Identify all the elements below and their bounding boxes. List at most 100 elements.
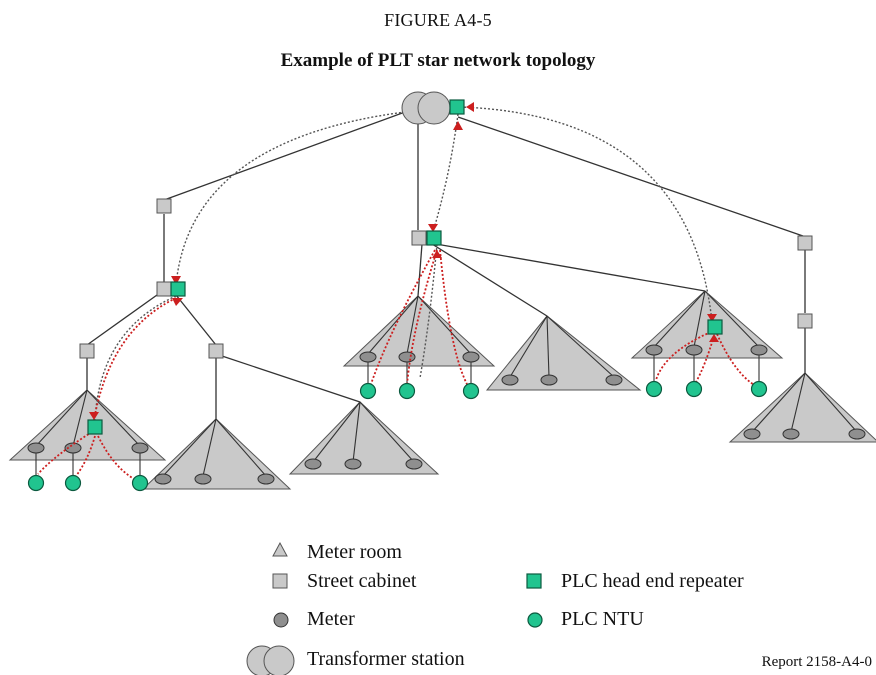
meter-room-triangle bbox=[342, 295, 496, 367]
legend-head-end-repeater-icon bbox=[526, 573, 542, 589]
head-end-repeater bbox=[170, 281, 186, 297]
meter-icon bbox=[685, 344, 703, 356]
street-cabinet bbox=[156, 198, 172, 214]
arrowhead bbox=[432, 250, 442, 258]
signal-path-center-down bbox=[419, 243, 438, 379]
legend-street-cabinet-icon bbox=[272, 573, 288, 589]
meter-room-center-3 bbox=[485, 315, 642, 391]
meter-icon bbox=[462, 351, 480, 363]
street-cabinet bbox=[797, 313, 813, 329]
arrowhead bbox=[171, 276, 181, 285]
plc-ntu bbox=[645, 380, 663, 398]
plc-ntu bbox=[64, 474, 82, 492]
meter-icon bbox=[501, 374, 519, 386]
meter-room-drop bbox=[790, 372, 806, 433]
street-cabinet bbox=[411, 230, 427, 246]
meter-room-drop bbox=[751, 372, 806, 433]
legend-meter-label: Meter bbox=[307, 608, 355, 630]
street-cabinet bbox=[156, 281, 172, 297]
head-end-repeater bbox=[87, 419, 103, 435]
meter-room-right-2 bbox=[728, 372, 876, 443]
local-link bbox=[75, 435, 96, 477]
figure-number: FIGURE A4-5 bbox=[384, 10, 492, 30]
meter-room-right-1 bbox=[630, 290, 784, 359]
local-link bbox=[716, 333, 757, 387]
arrowhead bbox=[89, 412, 99, 420]
meter-icon bbox=[782, 428, 800, 440]
arrowhead bbox=[428, 224, 438, 232]
meter-room-triangle bbox=[630, 290, 784, 359]
signal-path-left-1 bbox=[94, 295, 177, 421]
transformer-station bbox=[401, 91, 465, 125]
link bbox=[457, 116, 804, 237]
meter-icon bbox=[27, 442, 45, 454]
meter-room-center-1 bbox=[288, 401, 440, 475]
meter-room-drop bbox=[202, 418, 217, 477]
link bbox=[435, 243, 706, 292]
meter-room-drop bbox=[359, 401, 415, 463]
meter-room-drop bbox=[215, 418, 267, 477]
meter-room-triangle bbox=[288, 401, 440, 475]
network-links bbox=[86, 111, 806, 419]
arrowhead bbox=[709, 334, 719, 342]
local-link bbox=[406, 249, 438, 386]
meter-room-drop bbox=[86, 389, 141, 447]
meter-room-drop bbox=[406, 295, 419, 355]
legend-transformer-station-label: Transformer station bbox=[307, 648, 465, 670]
report-id: Report 2158-A4-0 bbox=[761, 654, 872, 670]
signal-path-outer-right bbox=[459, 106, 713, 323]
arrowhead bbox=[466, 102, 474, 112]
meter-icon bbox=[750, 344, 768, 356]
meter-room-drop bbox=[509, 315, 548, 378]
street-cabinet bbox=[797, 235, 813, 251]
legend-meter-room-icon bbox=[272, 541, 288, 557]
legend-transformer-icon bbox=[263, 645, 295, 675]
meter-icon bbox=[645, 344, 663, 356]
plc-ntu bbox=[685, 380, 703, 398]
arrowhead bbox=[707, 314, 717, 322]
signal-path-center bbox=[432, 113, 459, 233]
local-link bbox=[439, 249, 470, 389]
plc-ntu bbox=[131, 474, 149, 492]
meter-icon bbox=[398, 351, 416, 363]
head-end-repeater bbox=[426, 230, 442, 246]
meter-room-drop bbox=[35, 389, 88, 447]
meter-room-drop bbox=[162, 418, 217, 477]
head-end-repeater bbox=[449, 99, 465, 115]
meter-room-center-2 bbox=[342, 295, 496, 367]
meter-icon bbox=[154, 473, 172, 485]
meter-icon bbox=[131, 442, 149, 454]
link bbox=[431, 243, 548, 317]
legend-meter-icon bbox=[273, 612, 289, 628]
legend-plc-ntu-label: PLC NTU bbox=[561, 608, 644, 630]
link bbox=[417, 243, 423, 297]
legend-street-cabinet-label: Street cabinet bbox=[307, 570, 417, 592]
meter-room-triangle bbox=[141, 418, 292, 490]
plc-ntu bbox=[398, 382, 416, 400]
meter-room-drop bbox=[312, 401, 361, 463]
meter-icon bbox=[848, 428, 866, 440]
link bbox=[86, 289, 165, 346]
legend-plc-head-end-repeater-label: PLC head end repeater bbox=[561, 570, 744, 592]
transformer-circle bbox=[417, 91, 451, 125]
meter-icon bbox=[344, 458, 362, 470]
plc-ntu bbox=[462, 382, 480, 400]
arrowhead bbox=[172, 298, 183, 306]
local-link bbox=[655, 331, 712, 381]
meter-room-drop bbox=[367, 295, 419, 355]
meter-icon bbox=[359, 351, 377, 363]
signal-path-outer-left bbox=[175, 111, 406, 286]
local-link bbox=[370, 249, 436, 385]
meter-room-drop bbox=[546, 315, 615, 378]
meter-icon bbox=[304, 458, 322, 470]
meter-icon bbox=[194, 473, 212, 485]
plc-ntu bbox=[27, 474, 45, 492]
meter-room-drop bbox=[352, 401, 361, 463]
street-cabinet bbox=[208, 343, 224, 359]
meter-room-drop bbox=[804, 372, 858, 433]
meter-room-drop bbox=[704, 290, 760, 348]
figure-title: Example of PLT star network topology bbox=[280, 50, 596, 71]
head-end-repeater bbox=[707, 319, 723, 335]
arrowhead bbox=[453, 121, 463, 130]
